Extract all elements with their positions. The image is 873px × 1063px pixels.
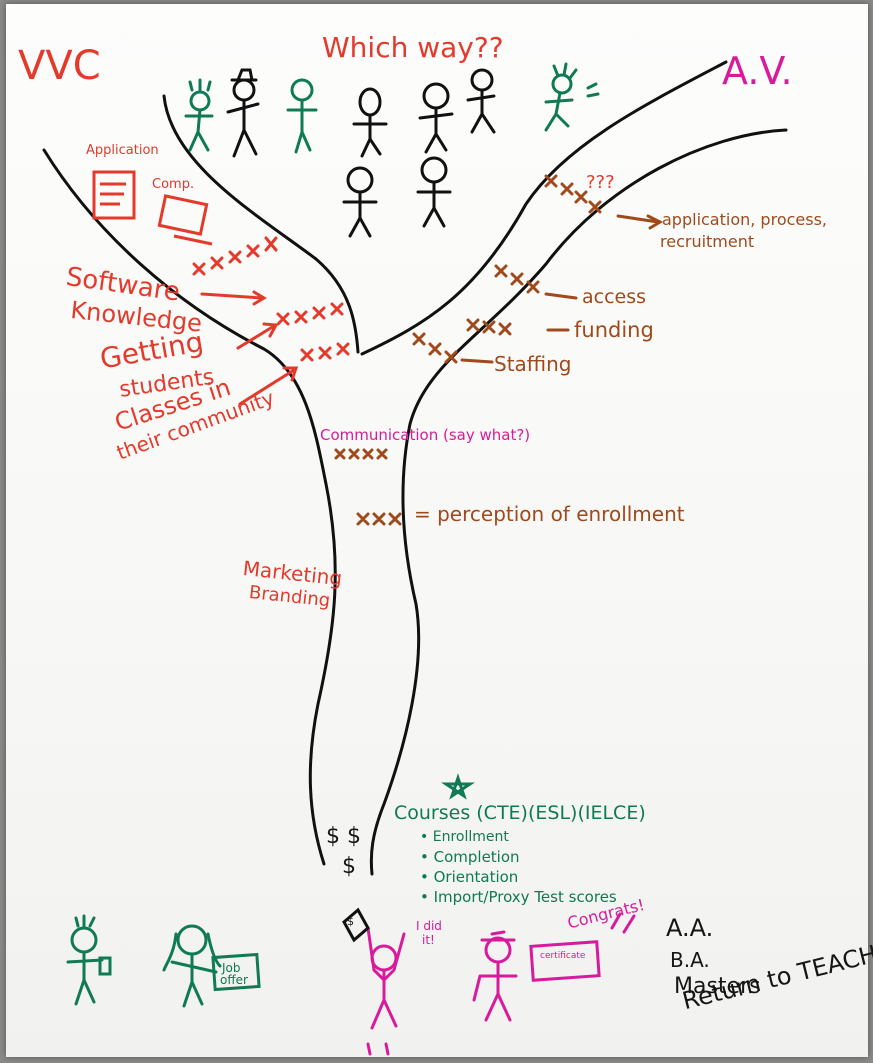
- barrier-icons: [92, 170, 213, 246]
- diamond-sign-icon: [342, 907, 370, 943]
- traveler-6-icon: [466, 68, 496, 134]
- degree-masters: Masters: [674, 974, 761, 999]
- course-bullet-text: Completion: [433, 848, 520, 866]
- left-branch-outer: [42, 148, 337, 866]
- graduate-1-icon: [66, 914, 112, 1006]
- av-label: A.V.: [722, 49, 793, 93]
- road-diagram: [42, 60, 788, 1056]
- courses-title: Courses (CTE)(ESL)(IELCE): [394, 802, 646, 824]
- traveler-8-icon: [416, 156, 452, 228]
- application-process-label: application, process,: [662, 210, 827, 229]
- left-x-marks: [192, 236, 350, 406]
- graduate-3-icon: [366, 926, 406, 1056]
- traveler-5-icon: [418, 82, 454, 154]
- which-way-question: Which way??: [322, 31, 504, 64]
- computer-icon-label: Comp.: [152, 177, 195, 192]
- application-icon-label: Application: [86, 143, 159, 158]
- course-bullet-text: Enrollment: [432, 829, 509, 845]
- right-branch-inner: [360, 60, 728, 356]
- graduate-4-icon: [472, 930, 518, 1022]
- traveler-1-icon: [184, 78, 214, 152]
- diamond-sign-label: $: [347, 915, 354, 928]
- graduates-group: [66, 773, 636, 1056]
- i-did-it-label-1: I did: [416, 919, 442, 933]
- course-bullet-test-scores: • Import/Proxy Test scores: [420, 888, 617, 906]
- job-offer-label-2: offer: [220, 973, 248, 987]
- job-offer-label-1: Job: [222, 961, 241, 975]
- staffing-label: Staffing: [494, 352, 572, 376]
- graduate-2-icon: [162, 924, 261, 1008]
- course-bullet-text: Import/Proxy Test scores: [433, 888, 617, 906]
- flipchart-board: VVC Which way?? A.V. Application Comp. S…: [6, 4, 873, 1057]
- perception-label: = perception of enrollment: [414, 502, 685, 526]
- course-bullet-text: Orientation: [433, 868, 519, 886]
- course-bullet-orientation: • Orientation: [420, 868, 519, 886]
- access-label: access: [582, 286, 647, 308]
- certificate-label: certificate: [540, 951, 586, 961]
- course-bullet-completion: • Completion: [420, 848, 520, 866]
- i-did-it-label-2: it!: [422, 933, 435, 947]
- communication-label: Communication (say what?): [320, 426, 531, 444]
- traveler-running-icon: [544, 62, 600, 132]
- degree-aa: A.A.: [666, 914, 714, 942]
- certificate-icon: [529, 940, 601, 982]
- dollar-signs: $ $: [326, 824, 361, 849]
- left-branch-inner: [162, 94, 360, 354]
- traveler-3-icon: [286, 78, 318, 154]
- computer-icon: [157, 194, 209, 236]
- road-lines: [42, 60, 788, 876]
- right-branch-outer: [369, 128, 788, 876]
- right-x-marks: [334, 174, 664, 526]
- traveler-2-icon: [226, 68, 260, 158]
- travelers-group: [184, 62, 600, 238]
- question-marks-label: ???: [586, 172, 615, 193]
- application-form-icon: [92, 170, 136, 220]
- recruitment-label: recruitment: [660, 232, 755, 251]
- traveler-4-icon: [352, 87, 388, 158]
- star-icon: [441, 773, 475, 800]
- degree-ba: B.A.: [670, 948, 710, 972]
- vvc-label: VVC: [18, 43, 101, 89]
- funding-label: funding: [574, 318, 654, 342]
- course-bullet-enrollment: • Enrollment: [420, 829, 509, 845]
- dollar-sign: $: [342, 854, 356, 879]
- traveler-7-icon: [342, 166, 378, 238]
